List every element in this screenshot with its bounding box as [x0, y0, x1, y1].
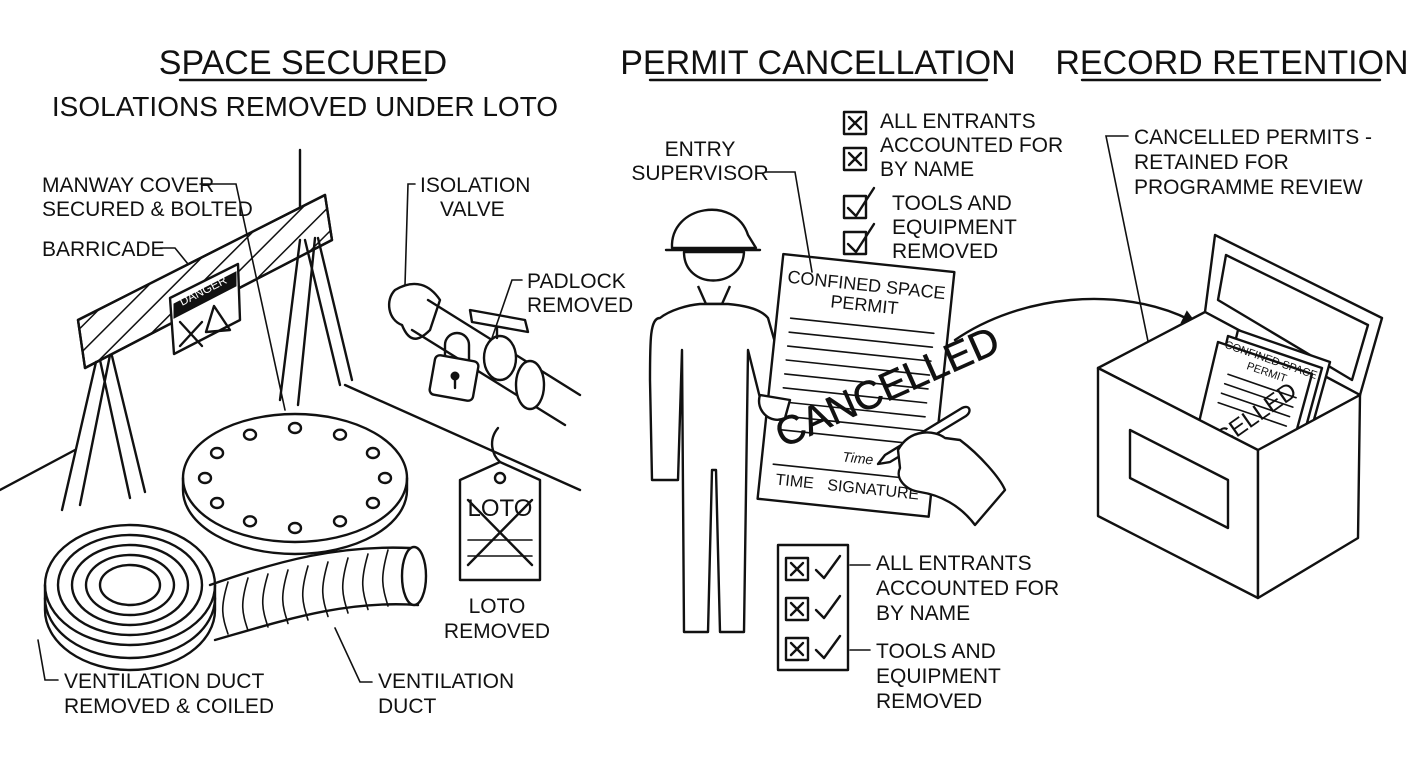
permit-text-line: [786, 345, 932, 362]
manway-bolt: [332, 515, 348, 528]
padlock-label-2: REMOVED: [527, 294, 633, 317]
top-check-entrants: ALL ENTRANTS: [880, 110, 1036, 133]
top-check-tools: TOOLS AND: [892, 192, 1012, 215]
duct-rib: [281, 569, 289, 625]
bottom-check-entrants-3: BY NAME: [876, 602, 970, 625]
bottom-check-tools-3: REMOVED: [876, 690, 982, 713]
panel-permit-cancellation: PERMIT CANCELLATION CONFINED SPACE PERMI…: [620, 44, 1197, 713]
manway-bolt: [242, 428, 258, 441]
panel-record-retention: RECORD RETENTION CANCELLED PERMITS - RET…: [1055, 44, 1408, 600]
space-secured-subtitle: ISOLATIONS REMOVED UNDER LOTO: [52, 91, 558, 122]
loto-tag-illustration: LOTO: [458, 426, 542, 582]
record-retention-title: RECORD RETENTION: [1055, 44, 1408, 82]
isolation-valve-label-2: VALVE: [440, 198, 505, 221]
duct-rib: [361, 553, 369, 611]
permit-cancellation-title: PERMIT CANCELLATION: [620, 44, 1015, 82]
isolation-valve-illustration: [387, 282, 582, 427]
top-check-tools-3: REMOVED: [892, 240, 998, 263]
records-storage-box: CONFINED SPACE PERMIT CELLED: [1096, 233, 1384, 600]
manway-bolt: [377, 471, 393, 485]
duct-rib: [261, 573, 269, 628]
permit-text-line: [789, 317, 935, 335]
loto-removed-label-2: REMOVED: [444, 620, 550, 643]
permit-text-line: [783, 373, 929, 390]
entry-supervisor-label: ENTRY: [665, 138, 736, 161]
duct-rib: [301, 565, 309, 621]
space-secured-title: SPACE SECURED: [159, 44, 447, 82]
manway-bolt: [242, 515, 258, 528]
bottom-check-entrants-2: ACCOUNTED FOR: [876, 577, 1059, 600]
panel-space-secured: SPACE SECURED ISOLATIONS REMOVED UNDER L…: [0, 44, 633, 718]
bottom-check-entrants: ALL ENTRANTS: [876, 552, 1032, 575]
permit-time-field: TIME: [775, 472, 815, 493]
permit-text-line: [778, 428, 923, 446]
permit-text-line: [785, 359, 931, 376]
duct-rib: [241, 577, 249, 632]
bottom-checklist: ALL ENTRANTS ACCOUNTED FOR BY NAME TOOLS…: [776, 543, 1059, 713]
top-check-entrants-2: ACCOUNTED FOR: [880, 134, 1063, 157]
coiled-ventilation-duct-illustration: [43, 523, 217, 672]
bottom-check-tools: TOOLS AND: [876, 640, 996, 663]
retained-permits-label-3: PROGRAMME REVIEW: [1134, 176, 1363, 199]
manway-bolt: [209, 446, 225, 460]
loto-removed-label: LOTO: [469, 595, 526, 618]
manway-bolts: [197, 421, 393, 535]
ventilation-duct-coiled-label: VENTILATION DUCT: [64, 670, 264, 693]
manway-bolt: [332, 428, 348, 441]
retained-permits-label-2: RETAINED FOR: [1134, 151, 1289, 174]
manway-bolt: [365, 446, 381, 460]
top-check-tools-2: EQUIPMENT: [892, 216, 1017, 239]
ventilation-duct-label-2: DUCT: [378, 695, 436, 718]
entry-supervisor-figure: [648, 208, 792, 634]
manway-bolt: [365, 496, 381, 510]
top-checklist: ALL ENTRANTS ACCOUNTED FOR BY NAME TOOLS…: [842, 110, 1063, 263]
hand-signing-illustration: [876, 405, 1007, 527]
isolation-valve-label: ISOLATION: [420, 174, 530, 197]
manway-cover-label: MANWAY COVER: [42, 174, 214, 197]
ventilation-duct-illustration: [208, 545, 428, 642]
barricade-label: BARRICADE: [42, 238, 165, 261]
manway-bolt: [197, 471, 213, 485]
manway-cover-illustration: [181, 412, 409, 556]
entry-supervisor-label-2: SUPERVISOR: [631, 162, 768, 185]
permit-text-line: [779, 414, 925, 432]
permit-text-line: [782, 387, 928, 404]
manway-bolt: [287, 421, 303, 435]
padlock-label: PADLOCK: [527, 270, 626, 293]
ventilation-duct-coiled-label-2: REMOVED & COILED: [64, 695, 274, 718]
bottom-check-tools-2: EQUIPMENT: [876, 665, 1001, 688]
manway-cover-label-2: SECURED & BOLTED: [42, 198, 253, 221]
ventilation-duct-label: VENTILATION: [378, 670, 514, 693]
manway-bolt: [209, 496, 225, 510]
padlock-illustration: [428, 331, 480, 402]
duct-rib: [341, 557, 349, 614]
duct-rib: [221, 581, 229, 635]
loto-tag-text: LOTO: [468, 495, 533, 522]
top-check-entrants-3: BY NAME: [880, 158, 974, 181]
manway-bolt: [287, 521, 303, 535]
permit-text-line: [781, 400, 926, 418]
retained-permits-label: CANCELLED PERMITS -: [1134, 126, 1372, 149]
duct-rib: [321, 561, 329, 618]
permit-text-line: [788, 331, 934, 348]
barricade-illustration: DANGER: [60, 193, 354, 512]
duct-rib: [381, 549, 389, 607]
handwritten-time: Time: [842, 448, 875, 467]
